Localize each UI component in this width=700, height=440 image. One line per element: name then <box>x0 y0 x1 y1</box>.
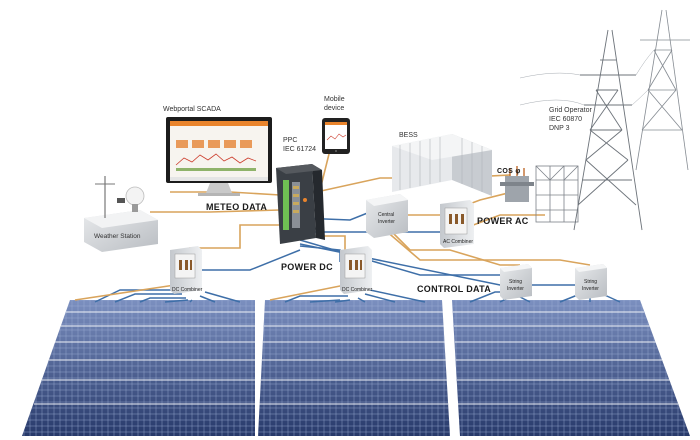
bess-container <box>392 134 492 196</box>
substation <box>535 165 579 223</box>
label-mobile-1: Mobile <box>324 96 345 103</box>
label-ppc-2: IEC 61724 <box>283 146 316 153</box>
label-control-data: CONTROL DATA <box>417 284 491 294</box>
label-meteo-data: METEO DATA <box>206 202 267 212</box>
label-bess: BESS <box>399 132 418 139</box>
label-grid-1: Grid Operator <box>549 107 592 114</box>
label-central-inverter-2: Inverter <box>378 219 395 225</box>
power-lines <box>519 49 655 106</box>
label-cos-phi: COS φ <box>497 168 521 175</box>
transmission-tower-front <box>573 29 643 231</box>
ppc-cabinet <box>276 164 325 244</box>
solar-field-right <box>452 300 690 436</box>
label-webportal: Webportal SCADA <box>163 106 221 113</box>
label-weather-station: Weather Station <box>94 233 141 240</box>
solar-field-left <box>22 300 255 436</box>
scada-monitor <box>166 117 272 196</box>
transformer <box>500 166 534 202</box>
string-inverter-1-box <box>500 264 532 300</box>
label-string-inverter-2-a: String <box>584 279 597 285</box>
label-grid-3: DNP 3 <box>549 125 570 132</box>
label-central-inverter-1: Central <box>378 212 394 218</box>
label-power-ac: POWER AC <box>477 216 529 226</box>
label-power-dc: POWER DC <box>281 262 333 272</box>
label-dc-combiner-1: DC Combiner <box>172 287 203 293</box>
weather-station <box>84 176 158 252</box>
label-string-inverter-1-b: Inverter <box>507 286 524 292</box>
label-string-inverter-1-a: String <box>509 279 522 285</box>
string-inverter-2-box <box>575 264 607 300</box>
central-inverter <box>366 194 408 238</box>
transmission-tower-back <box>635 9 690 171</box>
label-string-inverter-2-b: Inverter <box>582 286 599 292</box>
label-ac-combiner: AC Combiner <box>443 239 473 245</box>
dc-combiner-1-cabinet <box>170 246 202 294</box>
labels: Webportal SCADA Mobile device PPC IEC 61… <box>94 96 599 294</box>
label-grid-2: IEC 60870 <box>549 116 582 123</box>
solar-field-center <box>258 300 450 436</box>
ac-combiner <box>440 200 474 248</box>
label-ppc-1: PPC <box>283 137 297 144</box>
label-mobile-2: device <box>324 105 344 112</box>
dc-combiner-2-cabinet <box>340 246 372 294</box>
mobile-device <box>322 118 350 154</box>
label-dc-combiner-2: DC Combiner <box>342 287 373 293</box>
